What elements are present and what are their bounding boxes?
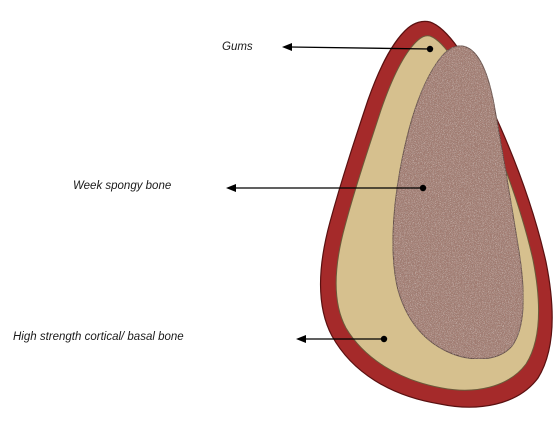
label-gums: Gums <box>222 40 253 54</box>
arrowhead-icon <box>226 184 236 192</box>
label-cortical-bone: High strength cortical/ basal bone <box>13 330 184 344</box>
arrowhead-icon <box>282 43 292 51</box>
pointer-dot-spongy <box>420 185 426 191</box>
pointer-dot-cortical <box>381 336 387 342</box>
arrowhead-icon <box>296 335 306 343</box>
pointer-dot-gums <box>427 46 433 52</box>
label-spongy-bone: Week spongy bone <box>73 179 171 193</box>
